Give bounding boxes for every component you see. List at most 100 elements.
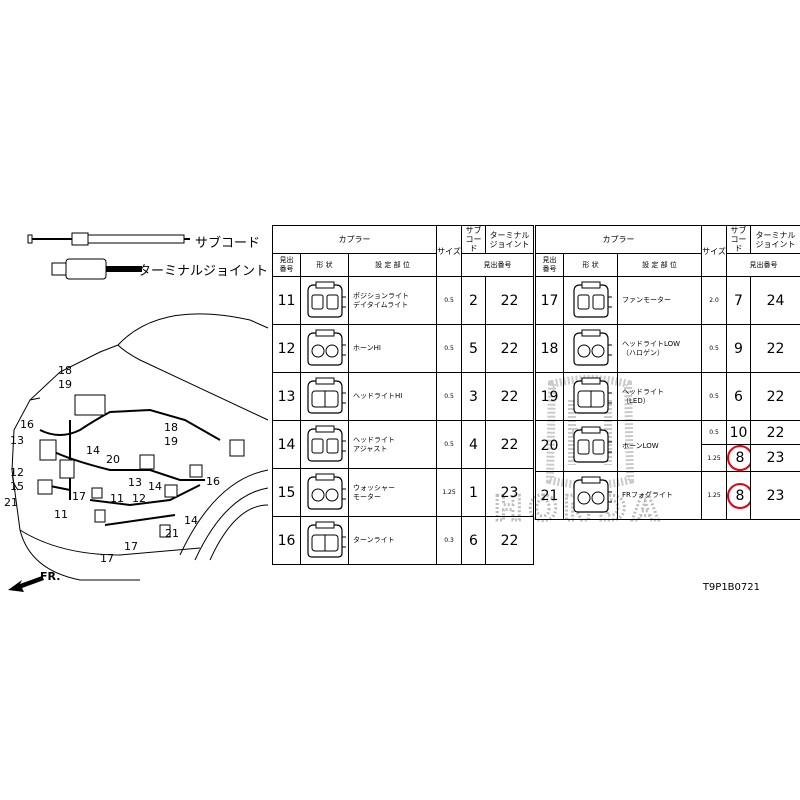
index-number: 13 bbox=[272, 372, 301, 421]
location-name: ポジションライトデイタイムライト bbox=[348, 276, 437, 325]
terminal-joint-label: ターミナルジョイント bbox=[138, 264, 269, 279]
sub-cord-number: 5 bbox=[461, 324, 486, 373]
callout-label: 19 bbox=[58, 378, 72, 391]
wire-size: 1.25 bbox=[701, 444, 727, 472]
callout-label: 15 bbox=[10, 480, 24, 493]
sub-cord-number: 6 bbox=[461, 516, 486, 565]
callout-label: 21 bbox=[4, 496, 18, 509]
location-name: FRフォグライト bbox=[617, 471, 702, 520]
wire-size: 0.5 bbox=[701, 420, 727, 445]
index-number: 17 bbox=[535, 276, 564, 325]
callout-label: 14 bbox=[184, 514, 198, 527]
terminal-joint-number: 22 bbox=[485, 324, 534, 373]
callout-label: 11 bbox=[54, 508, 68, 521]
connectors bbox=[37, 394, 245, 538]
front-label: FR. bbox=[40, 570, 60, 583]
sub-cord-number: 6 bbox=[726, 372, 751, 421]
coupler-header: カプラー bbox=[535, 225, 702, 254]
wire-size: 1.25 bbox=[701, 471, 727, 520]
callout-label: 12 bbox=[10, 466, 24, 479]
location-name: ファンモーター bbox=[617, 276, 702, 325]
location-name: ヘッドライトアジャスト bbox=[348, 420, 437, 469]
sub-cord-number: 9 bbox=[726, 324, 751, 373]
sub-cord-header: サブコード bbox=[726, 225, 751, 254]
shape-header: 形 状 bbox=[563, 253, 618, 277]
terminal-joint-number: 23 bbox=[485, 468, 534, 517]
callout-label: 21 bbox=[165, 527, 179, 540]
size-header: サイズ bbox=[701, 225, 727, 277]
wire-size: 1.25 bbox=[436, 468, 462, 517]
index-number: 21 bbox=[535, 471, 564, 520]
connector-shape-icon bbox=[563, 372, 618, 421]
callout-label: 11 bbox=[110, 492, 124, 505]
terminal-joint-number: 22 bbox=[485, 516, 534, 565]
terminal-joint-header: ターミナルジョイント bbox=[750, 225, 800, 254]
size-header: サイズ bbox=[436, 225, 462, 277]
callout-label: 17 bbox=[100, 552, 114, 565]
terminal-joint-icon bbox=[51, 258, 142, 280]
location-header: 設 定 部 位 bbox=[348, 253, 437, 277]
coupler-header: カプラー bbox=[272, 225, 437, 254]
connector-shape-icon bbox=[563, 324, 618, 373]
sub-cord-number: 8 bbox=[726, 444, 751, 472]
sub-cord-label: サブコード bbox=[195, 236, 261, 251]
callout-label: 16 bbox=[206, 475, 220, 488]
coupler-table-right: カプラー サイズ サブコード ターミナルジョイント 見出番号 形 状 設 定 部… bbox=[535, 225, 800, 520]
sub-cord-number: 4 bbox=[461, 420, 486, 469]
sub-cord-header: サブコード bbox=[461, 225, 486, 254]
wire-size: 0.5 bbox=[701, 372, 727, 421]
sub-cord-number: 1 bbox=[461, 468, 486, 517]
location-header: 設 定 部 位 bbox=[617, 253, 702, 277]
callout-label: 17 bbox=[72, 490, 86, 503]
sub-cord-number: 8 bbox=[726, 471, 751, 520]
sub-cord-number: 10 bbox=[726, 420, 751, 445]
connector-shape-icon bbox=[300, 372, 349, 421]
terminal-joint-number: 22 bbox=[750, 324, 800, 373]
wire-size: 0.5 bbox=[436, 420, 462, 469]
index-number: 18 bbox=[535, 324, 564, 373]
connector-shape-icon bbox=[563, 420, 618, 472]
wire-size: 0.5 bbox=[436, 372, 462, 421]
location-name: ホーンHI bbox=[348, 324, 437, 373]
car-body-outline bbox=[11, 313, 269, 581]
highlight-circle: 8 bbox=[727, 482, 750, 509]
index-number: 16 bbox=[272, 516, 301, 565]
callout-label: 13 bbox=[10, 434, 24, 447]
terminal-joint-number: 22 bbox=[485, 276, 534, 325]
terminal-joint-number: 22 bbox=[750, 372, 800, 421]
callout-label: 18 bbox=[164, 421, 178, 434]
location-name: ウォッシャーモーター bbox=[348, 468, 437, 517]
location-name: ターンライト bbox=[348, 516, 437, 565]
wire-size: 2.0 bbox=[701, 276, 727, 325]
callout-label: 14 bbox=[86, 444, 100, 457]
index-number: 14 bbox=[272, 420, 301, 469]
front-arrow-icon bbox=[8, 576, 44, 592]
wire-size: 0.5 bbox=[701, 324, 727, 373]
location-name: ヘッドライトHI bbox=[348, 372, 437, 421]
index-no-header: 見出番号 bbox=[272, 253, 301, 277]
index-ref-header: 見出番号 bbox=[461, 253, 534, 277]
connector-shape-icon bbox=[563, 471, 618, 520]
callout-label: 16 bbox=[20, 418, 34, 431]
index-number: 12 bbox=[272, 324, 301, 373]
callout-label: 18 bbox=[58, 364, 72, 377]
wire-size: 0.5 bbox=[436, 276, 462, 325]
callout-label: 13 bbox=[128, 476, 142, 489]
callout-label: 12 bbox=[132, 492, 146, 505]
terminal-joint-number: 24 bbox=[750, 276, 800, 325]
index-number: 11 bbox=[272, 276, 301, 325]
location-name: ヘッドライト（LED） bbox=[617, 372, 702, 421]
terminal-joint-number: 22 bbox=[485, 372, 534, 421]
callout-label: 19 bbox=[164, 435, 178, 448]
terminal-joint-number: 22 bbox=[485, 420, 534, 469]
